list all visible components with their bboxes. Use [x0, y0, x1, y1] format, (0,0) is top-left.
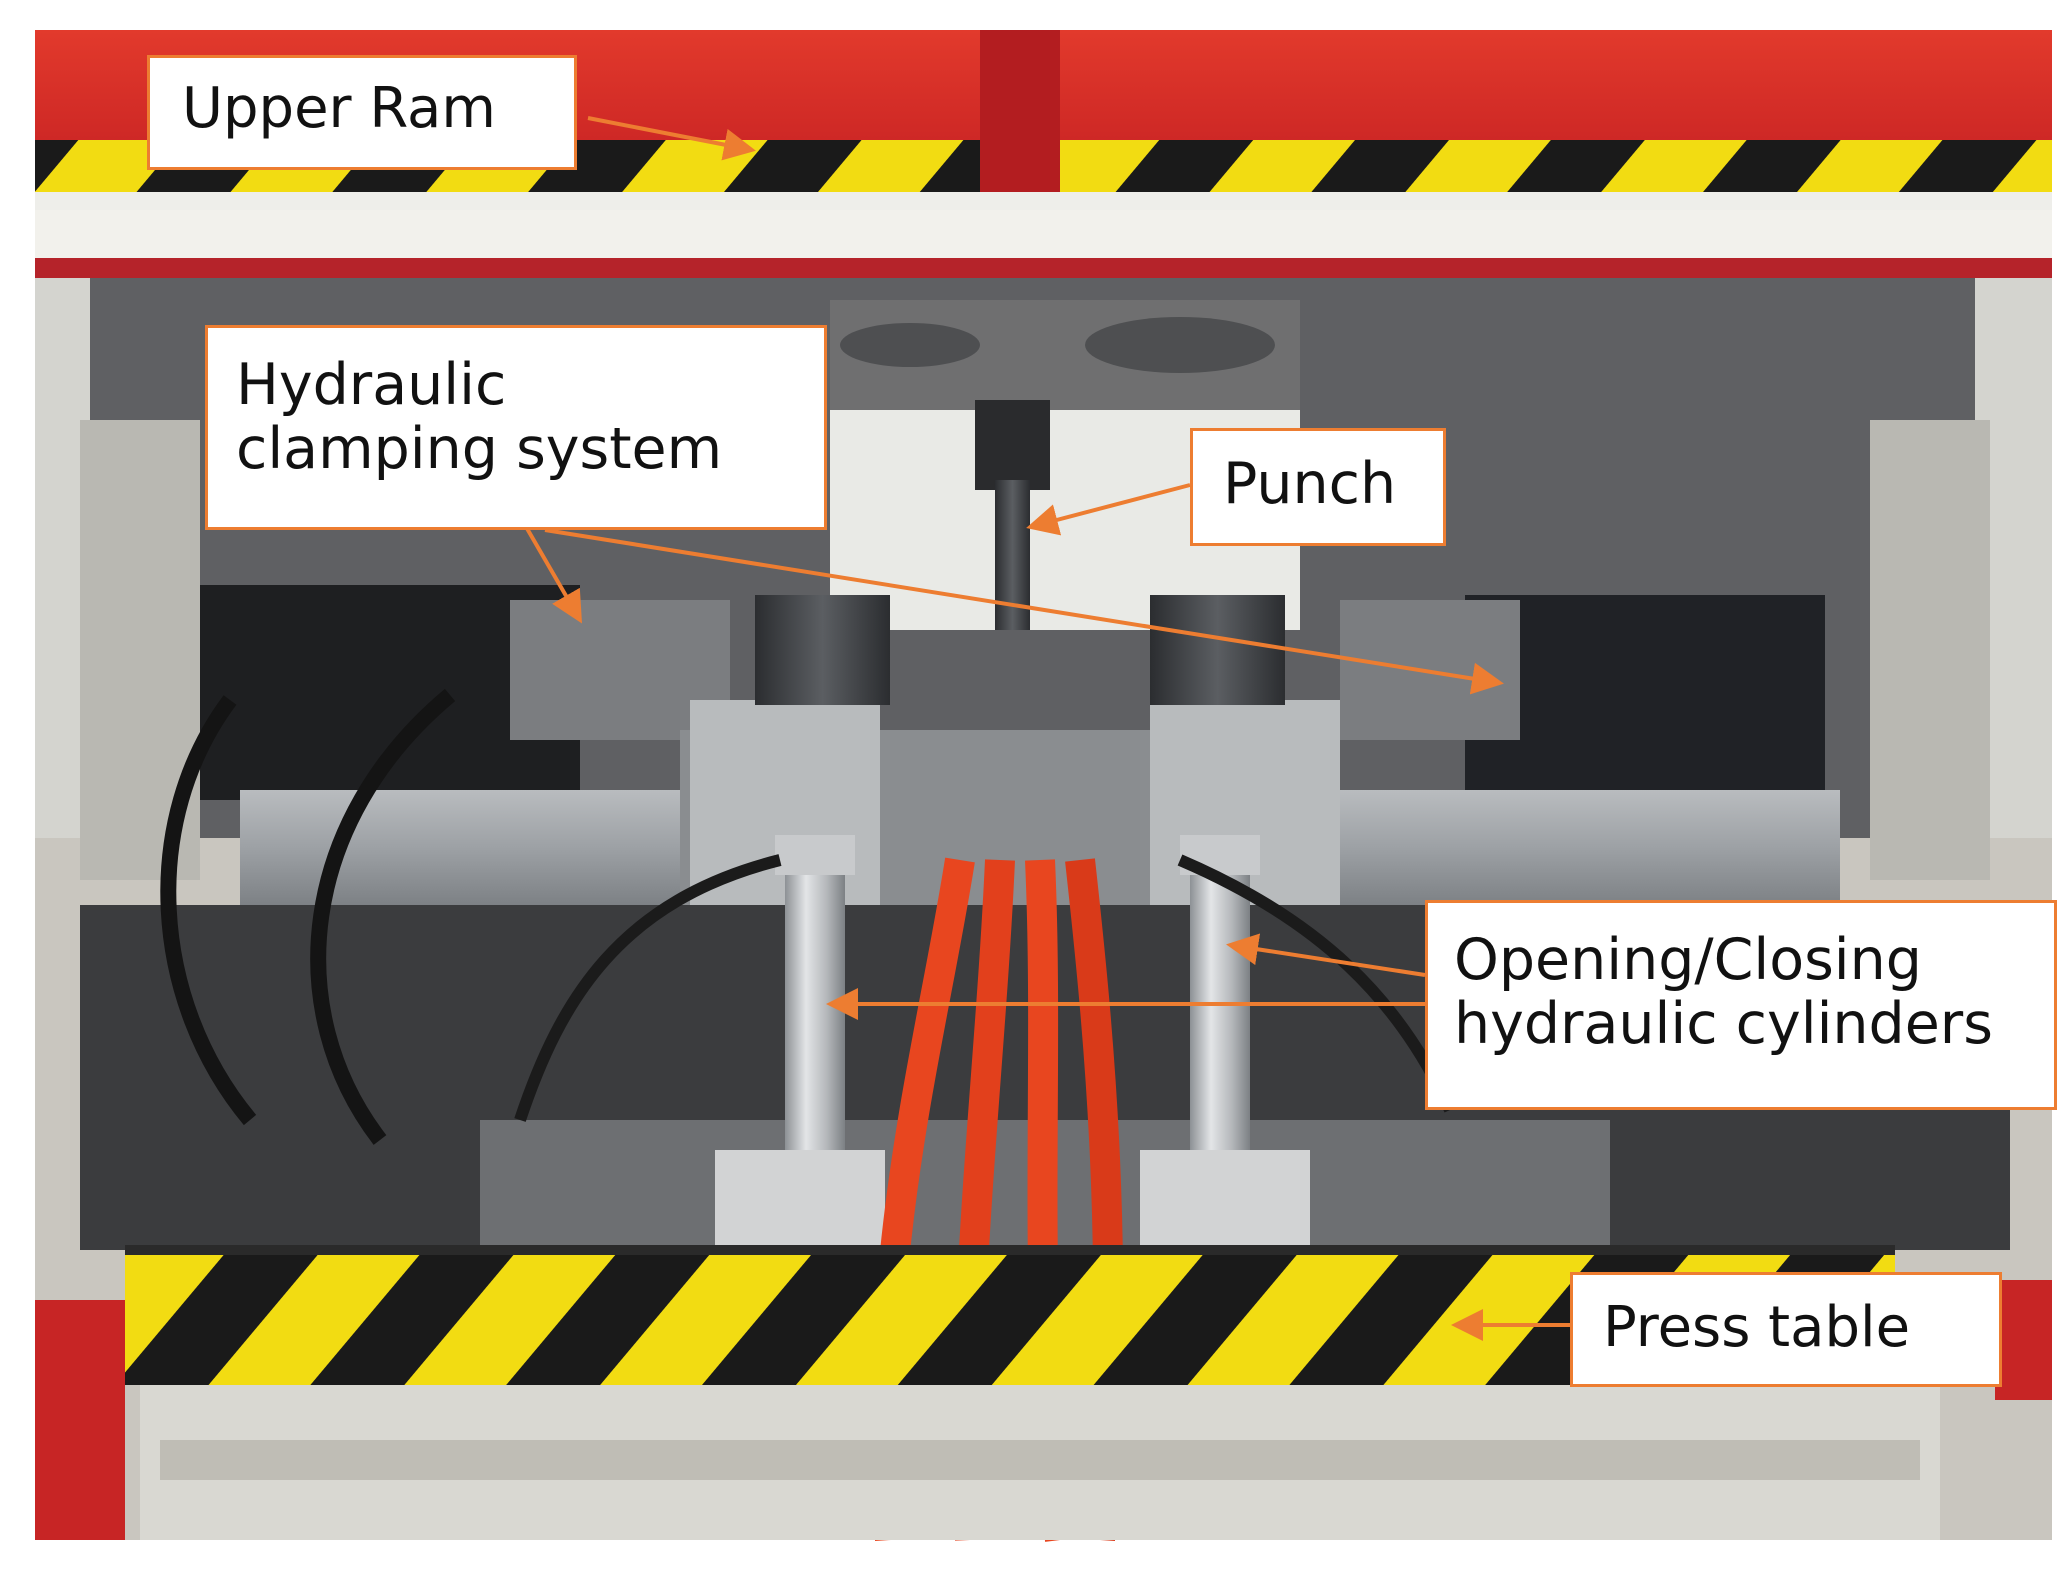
upper-ram-label: Upper Ram	[147, 55, 577, 170]
punch-label-text: Punch	[1223, 451, 1397, 517]
punch-label: Punch	[1190, 428, 1446, 546]
upper-ram-label-text: Upper Ram	[182, 76, 496, 141]
cylinders-label-line1: Opening/Closing	[1454, 927, 1922, 993]
press-table-label-text: Press table	[1603, 1295, 1911, 1360]
clamping-system-label-line2: clamping system	[236, 415, 723, 482]
punch	[975, 400, 1050, 490]
press-table-label: Press table	[1570, 1272, 2002, 1387]
cylinders-label-line2: hydraulic cylinders	[1454, 990, 1993, 1057]
arrow-clamp-left	[523, 523, 583, 624]
leader-arrows	[523, 116, 1570, 1341]
arrow-upper-ram	[587, 116, 756, 161]
clamping-system-label: Hydraulic clamping system	[205, 325, 827, 530]
clamp-right	[1465, 595, 1825, 805]
arrow-cylinder-right	[1226, 933, 1426, 977]
cylinders-label: Opening/Closing hydraulic cylinders	[1425, 900, 2057, 1110]
clamping-system-label-line1: Hydraulic	[236, 352, 507, 418]
arrow-clamp-right	[544, 528, 1504, 695]
arrow-punch	[1026, 483, 1191, 536]
